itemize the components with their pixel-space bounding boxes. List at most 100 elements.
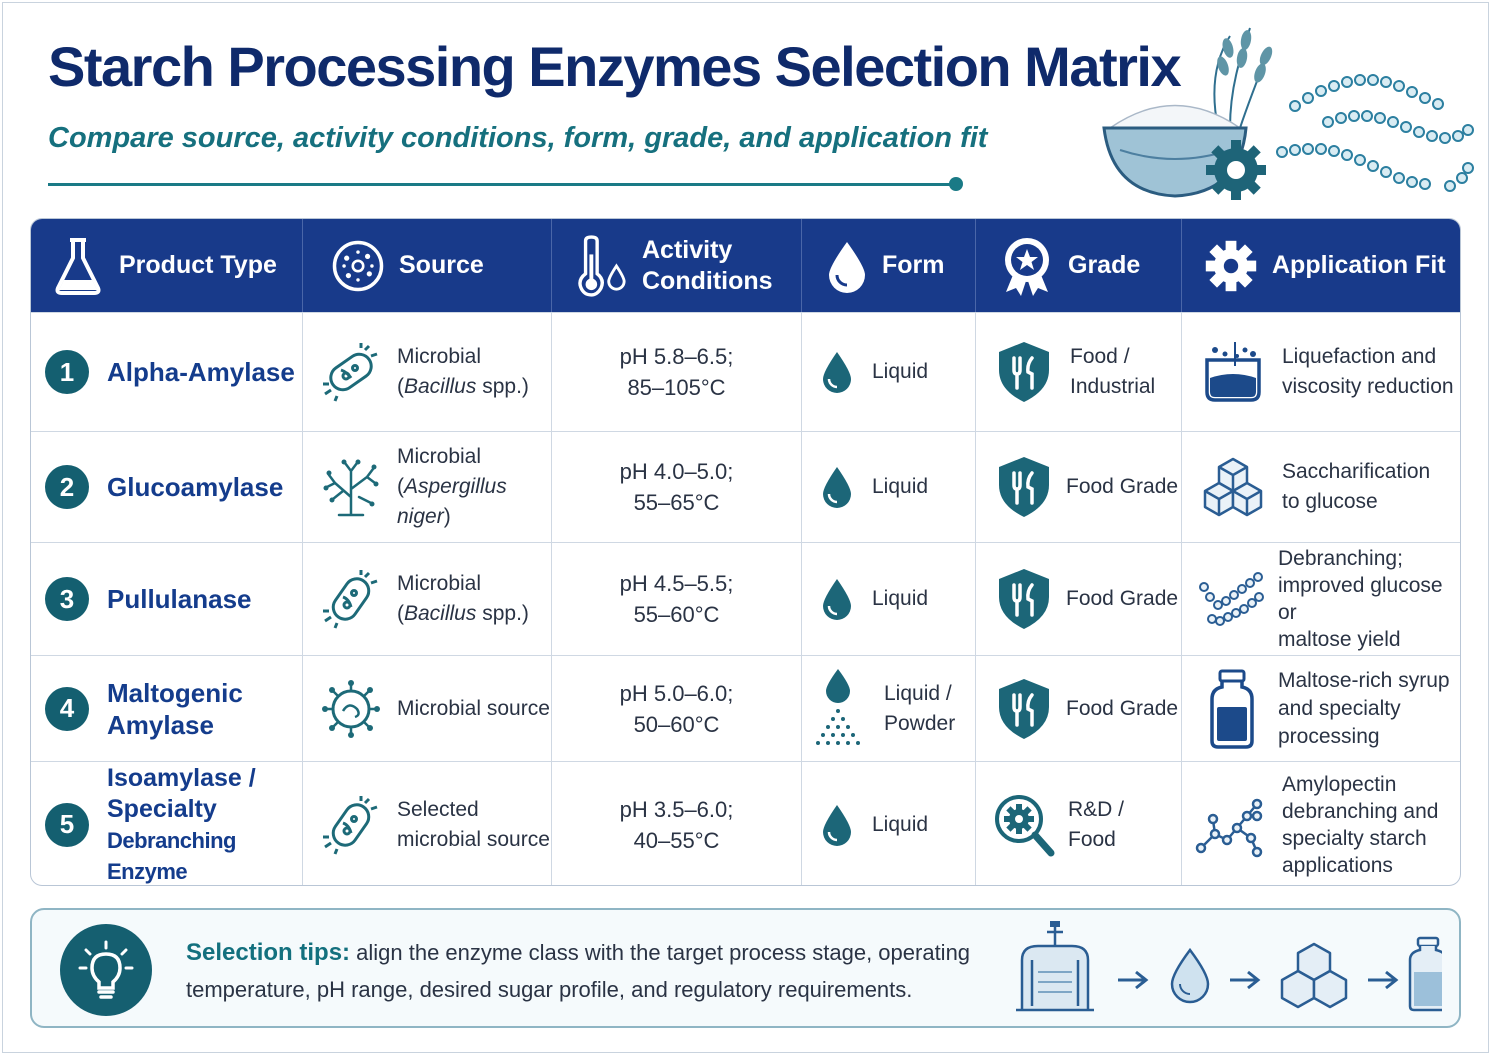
form-cell: Liquid / Powder (802, 656, 976, 761)
droplet-icon (1170, 947, 1210, 1004)
award-ribbon-icon (1000, 235, 1054, 297)
table-row: 4 Maltogenic Amylase Microbial source pH… (31, 655, 1460, 761)
product-type-cell: 4 Maltogenic Amylase (31, 656, 303, 761)
grade-value: Food Grade (1066, 587, 1179, 610)
droplet-icon (820, 575, 854, 623)
form-value: Liquid (872, 475, 929, 498)
table-header: Product Type Source Activity Conditions … (31, 219, 1460, 312)
source-organism: Aspergillus niger (397, 475, 507, 528)
food-shield-icon (996, 676, 1052, 742)
product-name: Pullulanase (107, 584, 252, 614)
temperature-range: 55–60°C (633, 602, 720, 627)
mold-icon (319, 455, 383, 519)
lightbulb-icon (60, 924, 152, 1016)
application-value: Liquefaction and viscosity reduction (1282, 345, 1454, 398)
source-type: Microbial (397, 345, 482, 368)
form-value: Liquid (872, 360, 929, 383)
column-header-source: Source (303, 219, 552, 312)
application-value: Debranching; improved glucose or maltose… (1278, 547, 1443, 651)
grade-cell: Food Grade (976, 656, 1182, 761)
gear-magnifier-icon (992, 792, 1056, 858)
bacillus-icon (319, 340, 383, 404)
source-cell: Selected microbial source (303, 762, 552, 885)
source-type: Microbial (397, 445, 482, 468)
source-cell: Microbial source (303, 656, 552, 761)
source-cell: Microbial(Bacillus spp.) (303, 543, 552, 655)
tips-text: align the enzyme class with the target p… (186, 940, 971, 1002)
form-cell: Liquid (802, 432, 976, 542)
application-value: Maltose-rich syrup and specialty process… (1278, 668, 1450, 748)
grade-cell: Food Grade (976, 543, 1182, 655)
enzyme-selection-table: Product Type Source Activity Conditions … (30, 218, 1461, 886)
activity-conditions-cell: pH 3.5–6.0;40–55°C (552, 762, 802, 885)
row-number-badge: 1 (45, 350, 89, 394)
row-number-badge: 3 (45, 577, 89, 621)
column-header-application-fit: Application Fit (1182, 219, 1460, 312)
grade-value: R&D / Food (1068, 797, 1125, 851)
form-cell: Liquid (802, 762, 976, 885)
activity-conditions-cell: pH 5.0–6.0;50–60°C (552, 656, 802, 761)
droplet-icon (820, 348, 854, 396)
page-title: Starch Processing Enzymes Selection Matr… (48, 35, 1182, 98)
ph-range: pH 3.5–6.0; (619, 796, 734, 822)
table-row: 2 Glucoamylase Microbial(Aspergillus nig… (31, 431, 1460, 542)
virus-microbe-icon (319, 677, 383, 741)
droplet-powder-icon (810, 667, 866, 751)
row-number-badge: 2 (45, 465, 89, 509)
selection-tips-panel: Selection tips: align the enzyme class w… (30, 908, 1461, 1028)
product-type-cell: 1 Alpha-Amylase (31, 313, 303, 431)
row-number-badge: 4 (45, 686, 89, 731)
column-header-form: Form (802, 219, 976, 312)
grade-cell: Food / Industrial (976, 313, 1182, 431)
bottle-icon (1206, 669, 1258, 749)
table-row: 1 Alpha-Amylase Microbial(Bacillus spp.)… (31, 312, 1460, 431)
activity-conditions-cell: pH 4.5–5.5; 55–60°C (552, 543, 802, 655)
ph-range: pH 4.5–5.5; (619, 571, 734, 596)
form-cell: Liquid (802, 543, 976, 655)
food-shield-icon (996, 454, 1052, 520)
application-value: Saccharification to glucose (1282, 460, 1431, 513)
application-fit-cell: Debranching; improved glucose or maltose… (1182, 543, 1460, 655)
branched-molecule-icon (1194, 785, 1264, 865)
product-type-cell: 3 Pullulanase (31, 543, 303, 655)
source-type: Microbial source (397, 696, 550, 720)
food-shield-icon (996, 339, 1052, 405)
ph-range: pH 5.8–6.5; (619, 344, 734, 369)
application-fit-cell: Saccharification to glucose (1182, 432, 1460, 542)
product-name: Alpha-Amylase (107, 357, 295, 387)
column-header-grade: Grade (976, 219, 1182, 312)
arrow-right-icon (1230, 970, 1261, 990)
beaker-icon (1200, 339, 1266, 405)
sugar-cubes-icon (1200, 454, 1266, 520)
form-value: Liquid (872, 812, 929, 836)
sugar-cubes-icon (1280, 942, 1348, 1009)
ph-range: pH 5.0–6.0; (619, 680, 734, 706)
bacillus-icon (319, 793, 383, 857)
droplet-icon (820, 801, 854, 849)
application-fit-cell: Amylopectin debranching and specialty st… (1182, 762, 1460, 885)
column-header-activity-conditions: Activity Conditions (552, 219, 802, 312)
form-value: Liquid (872, 587, 929, 610)
reactor-tank-icon (1016, 921, 1094, 1012)
bead-chains-icon (1196, 566, 1266, 632)
source-organism: Bacillus (404, 375, 477, 398)
title-divider-dot (949, 177, 963, 191)
bottle-icon (1408, 936, 1442, 1012)
application-fit-cell: Liquefaction and viscosity reduction (1182, 313, 1460, 431)
food-shield-icon (996, 566, 1052, 632)
product-name: Maltogenic Amylase (107, 677, 243, 740)
grade-cell: Food Grade (976, 432, 1182, 542)
arrow-right-icon (1368, 970, 1399, 990)
temperature-range: 55–65°C (633, 490, 720, 515)
product-type-cell: 2 Glucoamylase (31, 432, 303, 542)
grade-value: Food / Industrial (1070, 345, 1156, 398)
starch-bowl-illustration-icon (1102, 27, 1474, 200)
application-value: Amylopectin debranching and specialty st… (1282, 772, 1439, 877)
arrow-right-icon (1118, 970, 1149, 990)
gear-icon (1204, 235, 1258, 297)
title-divider (48, 183, 953, 186)
table-row: 3 Pullulanase Microbial(Bacillus spp.) p… (31, 542, 1460, 655)
grade-value: Food Grade (1066, 696, 1179, 720)
